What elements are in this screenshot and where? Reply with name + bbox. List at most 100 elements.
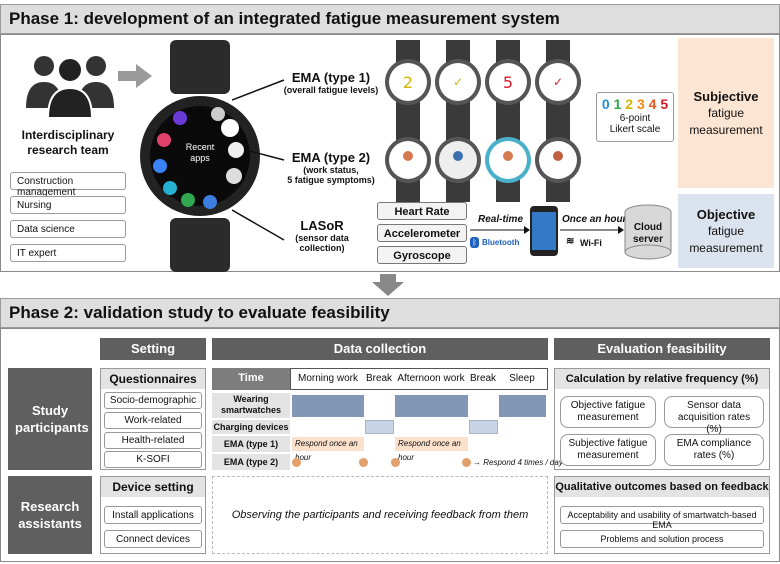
sensor-rate-text1: Sensor data — [687, 400, 741, 411]
sensor-rate-text2: acquisition rates (%) — [677, 412, 751, 435]
calc-panel — [554, 368, 770, 470]
sensor-gyroscope: Gyroscope — [377, 246, 467, 264]
subjective-sub1: fatigue — [707, 106, 745, 120]
ema2-watch-screens — [385, 118, 581, 202]
svg-text:✓: ✓ — [553, 75, 563, 89]
break1-header: Break — [365, 373, 393, 384]
team-member-construction: Construction management — [10, 172, 126, 198]
realtime-arrow — [470, 226, 530, 234]
cloud-label2: server — [632, 234, 664, 245]
device-item-install: Install applications — [104, 506, 202, 524]
row-wearing-text1: Wearing — [233, 394, 269, 404]
subj-fatigue-box: Subjective fatigue measurement — [560, 434, 656, 466]
lasor-sub2: collection) — [299, 243, 345, 253]
ema1-respond-afternoon: Respond once an hour — [395, 437, 468, 462]
subj-fatigue-text2: measurement — [577, 450, 639, 461]
objective-sub1: fatigue — [707, 224, 745, 238]
row-ema2-label: EMA (type 2) — [212, 454, 290, 470]
objective-title: Objective — [696, 207, 756, 222]
row-wearing-label: Wearing smartwatches — [212, 393, 290, 418]
cloud-label1: Cloud — [633, 222, 663, 233]
obj-fatigue-text2: measurement — [577, 412, 639, 423]
bluetooth-icon: ᛒ — [470, 237, 479, 248]
likert-box: 0 1 2 3 4 5 6-point Likert scale — [596, 92, 674, 142]
obj-fatigue-box: Objective fatigue measurement — [560, 396, 656, 428]
lasor-sub1: (sensor data — [295, 233, 349, 243]
subjective-title: Subjective — [693, 89, 759, 104]
ema-rate-text2: rates (%) — [693, 450, 735, 461]
sensor-heart-rate: Heart Rate — [377, 202, 467, 220]
team-icon — [26, 56, 114, 119]
subjective-sub2: measurement — [689, 123, 763, 137]
qual-item-acceptability: Acceptability and usability of smartwatc… — [560, 506, 764, 530]
wifi-label: Wi-Fi — [580, 238, 602, 248]
afternoon-header: Afternoon work — [397, 373, 465, 384]
observing-box: Observing the participants and receiving… — [212, 476, 548, 554]
questionnaire-item: Health-related — [104, 432, 202, 449]
ema2-title: EMA (type 2) — [291, 150, 371, 165]
device-item-connect: Connect devices — [104, 530, 202, 548]
time-header-cell — [212, 368, 290, 390]
research-assistants-label: Research assistants — [18, 499, 82, 531]
ema1-respond-morning: Respond once an hour — [292, 437, 364, 462]
team-member-it: IT expert — [10, 244, 126, 262]
ema-rate-text1: EMA compliance — [676, 438, 752, 449]
wifi-icon: ≋ — [566, 236, 575, 247]
questionnaires-panel — [100, 368, 206, 470]
row-charging-label: Charging devices — [212, 420, 290, 434]
down-arrow-icon — [372, 274, 404, 296]
once-hour-label: Once an hour — [562, 214, 627, 225]
qual-title: Qualitative outcomes based on feedback — [555, 477, 769, 497]
questionnaire-item: Work-related — [104, 412, 202, 429]
likert-digit: 0 — [601, 96, 610, 112]
phone-icon — [530, 206, 558, 256]
time-header-label: Time — [238, 372, 264, 384]
morning-header: Morning work — [297, 373, 359, 384]
data-collection-header: Data collection — [212, 338, 548, 360]
ema2-sub1: (work status, — [303, 165, 359, 175]
once-hour-arrow — [560, 226, 624, 234]
wearing-bar-morning — [292, 395, 364, 417]
wearing-bar-afternoon — [395, 395, 468, 417]
qual-panel — [554, 476, 770, 554]
bluetooth-label: Bluetooth — [482, 238, 520, 247]
ema2-check-icon — [359, 458, 368, 467]
grid-header-border — [290, 368, 548, 390]
ema2-check-icon — [292, 458, 301, 467]
study-participants-label: Study participants — [15, 403, 89, 435]
watch-screen-text: Recent apps — [185, 142, 215, 163]
ema1-sub: (overall fatigue levels) — [283, 85, 379, 95]
charging-bar-break2 — [469, 420, 498, 434]
team-member-data-science: Data science — [10, 220, 126, 238]
sleep-header: Sleep — [509, 373, 535, 384]
subj-fatigue-text1: Subjective fatigue — [568, 438, 648, 449]
likert-digit: 3 — [636, 96, 645, 112]
ema-rate-box: EMA compliance rates (%) — [664, 434, 764, 466]
break2-header: Break — [469, 373, 497, 384]
questionnaires-title: Questionnaires — [101, 369, 205, 389]
ema2-respond-4: → Respond 4 times / day — [473, 458, 563, 467]
row-ema1-label: EMA (type 1) — [212, 436, 290, 452]
calc-title: Calculation by relative frequency (%) — [555, 369, 769, 389]
svg-text:2: 2 — [403, 73, 413, 92]
device-setting-title: Device setting — [101, 477, 205, 497]
evaluation-header: Evaluation feasibility — [554, 338, 770, 360]
lasor-label: LASoR (sensor data collection) — [282, 218, 362, 253]
ema2-check-icon — [462, 458, 471, 467]
ema2-sub2: 5 fatigue symptoms) — [287, 175, 375, 185]
observing-text: Observing the participants and receiving… — [231, 509, 529, 521]
likert-label1: 6-point — [619, 113, 651, 124]
smartwatch-illustration — [140, 40, 260, 272]
team-member-nursing: Nursing — [10, 196, 126, 214]
realtime-label: Real-time — [478, 214, 524, 225]
svg-text:✓: ✓ — [453, 75, 463, 89]
cloud-server-icon — [624, 204, 672, 260]
phase1-title: Phase 1: development of an integrated fa… — [0, 4, 780, 34]
likert-label2: Likert scale — [609, 124, 661, 135]
objective-panel: Objective fatigue measurement — [678, 194, 774, 268]
likert-digits: 0 1 2 3 4 5 — [597, 95, 673, 113]
research-assistants-box: Research assistants — [8, 476, 92, 554]
sensor-accelerometer: Accelerometer — [377, 224, 467, 242]
questionnaire-item: K-SOFI — [104, 451, 202, 468]
objective-sub2: measurement — [689, 241, 763, 255]
